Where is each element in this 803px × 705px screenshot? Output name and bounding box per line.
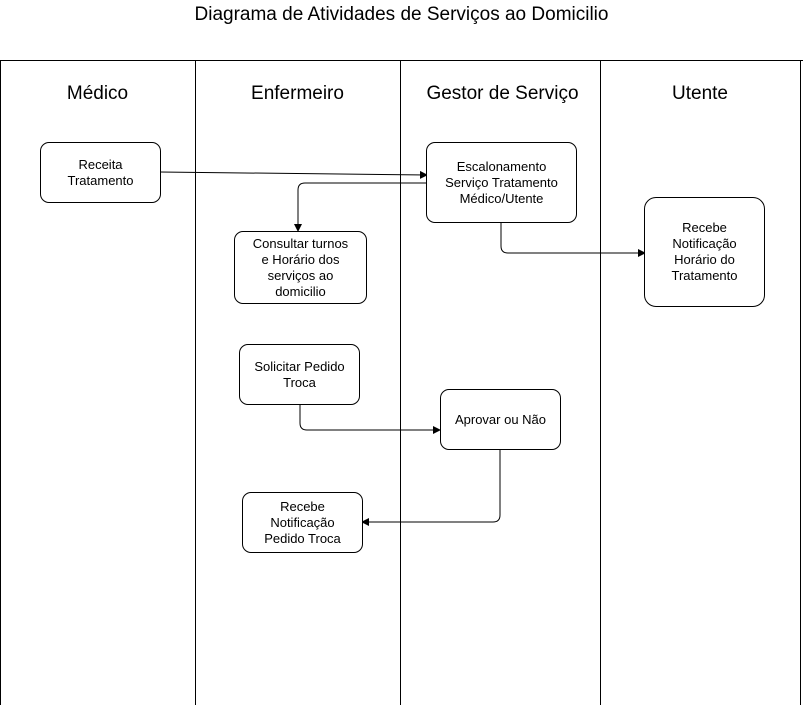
node-escalonamento-servico: Escalonamento Serviço Tratamento Médico/… (426, 142, 577, 223)
lane-divider (800, 60, 801, 705)
lane-divider (600, 60, 601, 705)
lane-divider (400, 60, 401, 705)
lane-label-utente: Utente (672, 83, 728, 104)
diagram-title: Diagrama de Atividades de Serviços ao Do… (194, 4, 609, 25)
lane-label-enfermeiro: Enfermeiro (251, 83, 344, 104)
lane-label-gestor: Gestor de Serviço (426, 83, 579, 104)
lane-header-border (0, 60, 803, 61)
lane-divider (195, 60, 196, 705)
node-consultar-turnos: Consultar turnos e Horário dos serviços … (234, 231, 367, 304)
swimlanes: Médico Enfermeiro Gestor de Serviço Uten… (0, 60, 803, 705)
lane-divider (0, 60, 1, 705)
edge-aprovar-recebe-enfermeiro (361, 449, 501, 526)
edge-receita-escalonamento (159, 170, 428, 179)
node-aprovar-ou-nao: Aprovar ou Não (440, 389, 561, 450)
edge-escalonamento-consultar (294, 182, 427, 232)
node-recebe-notificacao-horario: Recebe Notificação Horário do Tratamento (644, 197, 765, 307)
lane-label-medico: Médico (66, 83, 129, 104)
edge-solicitar-aprovar (299, 405, 441, 434)
edge-escalonamento-recebe-utente (500, 222, 646, 257)
node-solicitar-pedido-troca: Solicitar Pedido Troca (239, 344, 360, 405)
node-recebe-notificacao-pedido-troca: Recebe Notificação Pedido Troca (242, 492, 363, 553)
node-receita-tratamento: Receita Tratamento (40, 142, 161, 203)
